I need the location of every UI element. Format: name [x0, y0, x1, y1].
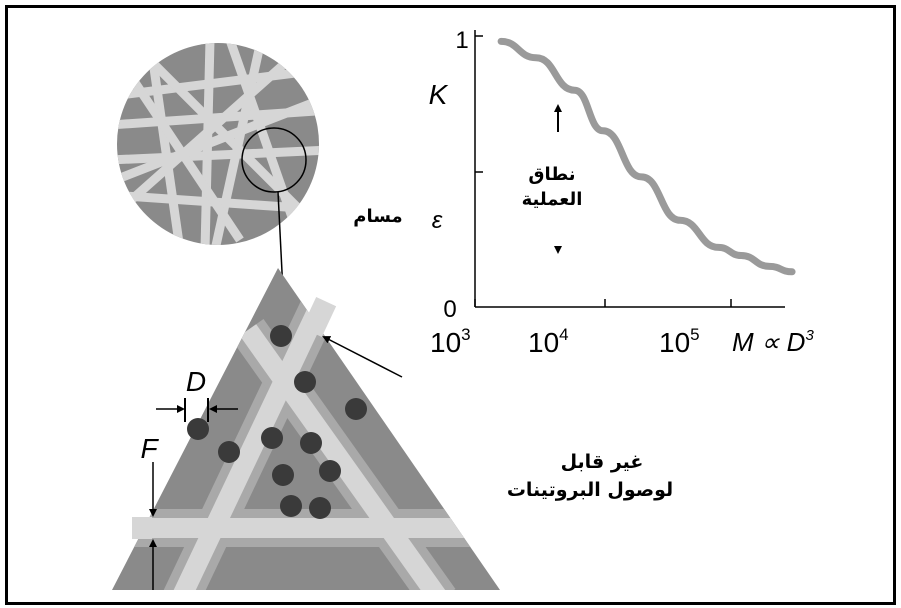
protein-dot [294, 371, 316, 393]
x-tick-label: 104 [528, 325, 569, 358]
x-tick-label: 105 [659, 325, 700, 358]
x-axis-label: M ∝ D3 [732, 327, 814, 357]
protein-dot [300, 432, 322, 454]
protein-dot [261, 427, 283, 449]
inaccessible-label-1: غير قابل [561, 451, 644, 473]
protein-dot [309, 497, 331, 519]
selectivity-chart: 1 0 K ε 103 104 105 M ∝ D3 نطاق العملية [429, 27, 815, 358]
diameter-label: D [186, 366, 206, 397]
y-tick-label: 0 [443, 296, 456, 323]
protein-dot [270, 325, 292, 347]
pore-label: مسام [353, 206, 402, 227]
inaccessible-label-2: لوصول البروتينات [507, 479, 673, 501]
y-symbol-epsilon: ε [432, 207, 443, 234]
protein-dot [218, 441, 240, 463]
y-symbol-k: K [429, 79, 449, 110]
k-curve [501, 41, 792, 271]
magnified-pore [100, 268, 520, 600]
protein-dot [319, 460, 341, 482]
protein-dot [345, 398, 367, 420]
fiber-stub-left [132, 517, 152, 539]
porous-bead [110, 40, 330, 250]
range-label-2: العملية [522, 189, 583, 210]
protein-dot [280, 495, 302, 517]
fiber-thickness-label: F [140, 433, 159, 464]
y-tick-label: 1 [455, 27, 468, 54]
x-tick-label: 103 [430, 325, 471, 358]
protein-dot [272, 464, 294, 486]
protein-dot [187, 418, 209, 440]
range-label-1: نطاق [528, 164, 575, 185]
